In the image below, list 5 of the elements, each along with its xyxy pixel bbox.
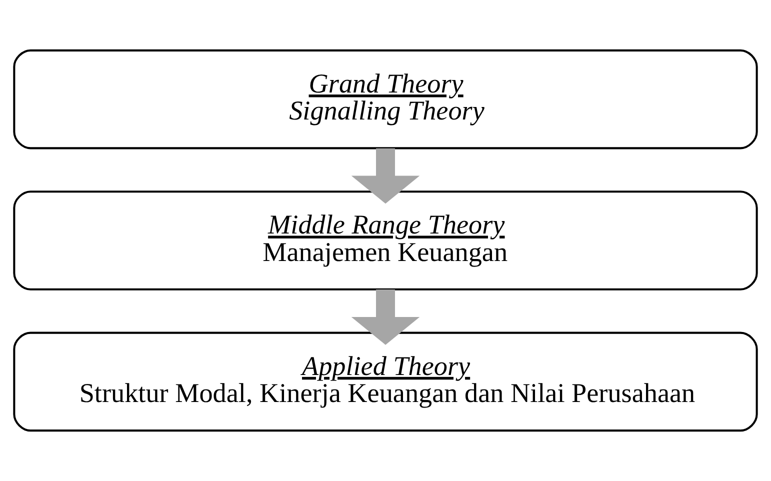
node-box: Middle Range Theory Manajemen Keuangan: [13, 190, 758, 290]
arrow: [351, 148, 420, 204]
arrow: [351, 290, 420, 345]
node-box: Applied Theory Struktur Modal, Kinerja Keuangan dan Nilai Perusahaan: [13, 332, 758, 432]
node-box: Grand Theory Signalling Theory: [13, 49, 758, 150]
